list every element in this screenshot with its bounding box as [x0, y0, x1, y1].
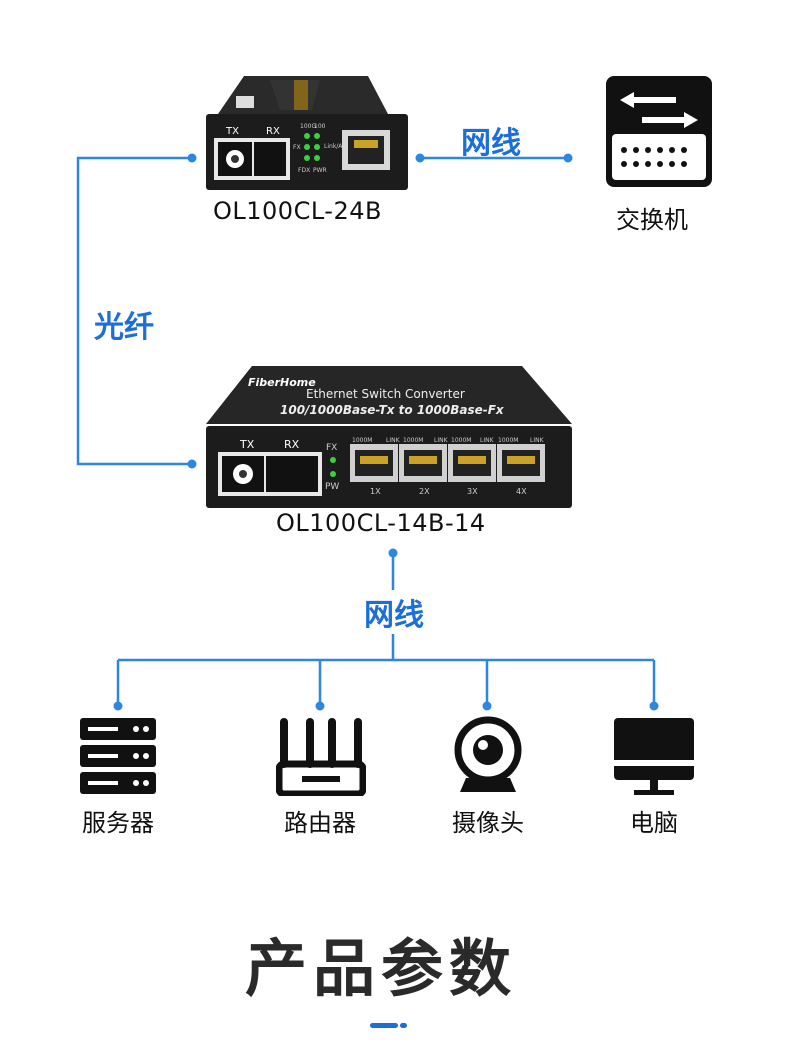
server-label: 服务器 [82, 809, 154, 837]
top-port-rx-label: RX [266, 126, 280, 137]
switch-label: 交换机 [616, 206, 688, 234]
main-switch-converter: FiberHome Ethernet Switch Converter 100/… [206, 366, 572, 508]
network-label-top: 网线 [461, 126, 521, 161]
router-icon [276, 718, 366, 796]
svg-text:4X: 4X [516, 487, 527, 496]
network-switch-icon [606, 76, 712, 187]
fiber-label: 光纤 [94, 310, 154, 345]
svg-text:1000M: 1000M [403, 437, 423, 444]
svg-text:1000M: 1000M [498, 437, 518, 444]
svg-text:3X: 3X [467, 487, 478, 496]
svg-text:100: 100 [314, 123, 326, 130]
svg-text:100G: 100G [300, 123, 316, 130]
svg-text:PW: PW [325, 482, 339, 492]
camera-label: 摄像头 [452, 809, 524, 837]
svg-text:LINK: LINK [480, 437, 495, 444]
brand-logo: FiberHome [248, 376, 316, 389]
svg-text:PWR: PWR [313, 167, 327, 174]
main-port-rx-label: RX [284, 438, 300, 451]
svg-text:1X: 1X [370, 487, 381, 496]
router-label: 路由器 [284, 809, 356, 837]
camera-icon [454, 716, 522, 792]
device-title-line2: 100/1000Base-Tx to 1000Base-Fx [280, 403, 505, 417]
device-title-line1: Ethernet Switch Converter [306, 387, 465, 401]
svg-text:LINK: LINK [434, 437, 449, 444]
computer-label: 电脑 [630, 809, 678, 837]
svg-text:1000M: 1000M [352, 437, 372, 444]
svg-text:2X: 2X [419, 487, 430, 496]
section-title: 产品参数 [245, 932, 518, 1005]
main-device-model: OL100CL-14B-14 [276, 509, 486, 537]
section-title-underline [370, 1023, 398, 1028]
svg-text:LINK: LINK [530, 437, 545, 444]
fiber-line [76, 156, 192, 466]
svg-text:FDX: FDX [298, 167, 310, 174]
svg-text:1000M: 1000M [451, 437, 471, 444]
svg-text:FX: FX [293, 144, 301, 151]
top-media-converter: TX RX 100G 100 FX Link/Act FDX PWR [206, 76, 408, 190]
svg-text:Link/Act: Link/Act [324, 143, 349, 150]
top-device-model: OL100CL-24B [213, 197, 382, 225]
svg-text:FX: FX [326, 443, 337, 453]
computer-icon [614, 718, 694, 795]
main-port-tx-label: TX [239, 438, 255, 451]
top-port-tx-label: TX [225, 126, 239, 137]
server-icon [80, 718, 156, 794]
network-label-bottom: 网线 [362, 590, 426, 634]
svg-text:LINK: LINK [386, 437, 401, 444]
